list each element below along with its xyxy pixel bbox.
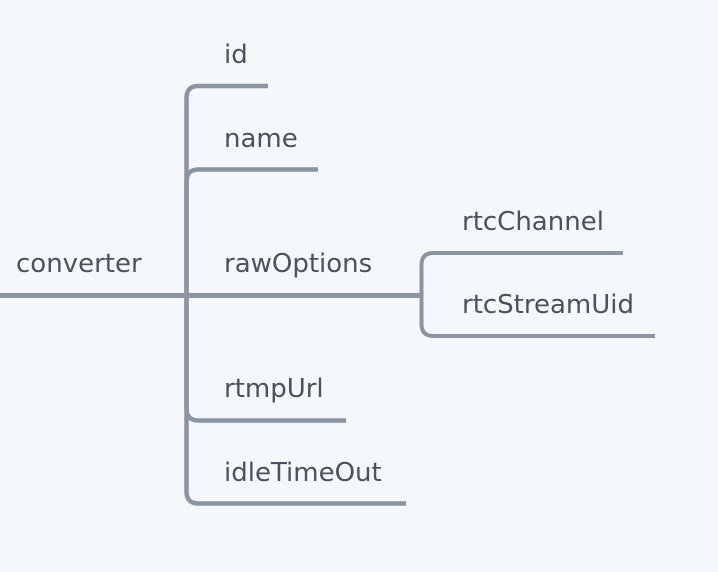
edge-rawoptions-rtcstreamuid — [419, 295, 655, 338]
edge-converter-id — [184, 83, 268, 295]
node-rtcstreamuid[interactable]: rtcStreamUid — [462, 290, 635, 320]
node-id[interactable]: id — [224, 40, 248, 70]
node-rawoptions[interactable]: rawOptions — [224, 249, 373, 279]
edge-converter-idletimeout — [184, 295, 406, 506]
node-rtcchannel[interactable]: rtcChannel — [462, 207, 604, 237]
edge-rawoptions-rtcchannel — [419, 251, 623, 295]
node-rtmpurl[interactable]: rtmpUrl — [224, 374, 324, 404]
node-idletimeout[interactable]: idleTimeOut — [224, 458, 382, 488]
node-converter[interactable]: converter — [16, 249, 142, 279]
node-name[interactable]: name — [224, 124, 298, 154]
edge-converter-name — [184, 167, 318, 295]
